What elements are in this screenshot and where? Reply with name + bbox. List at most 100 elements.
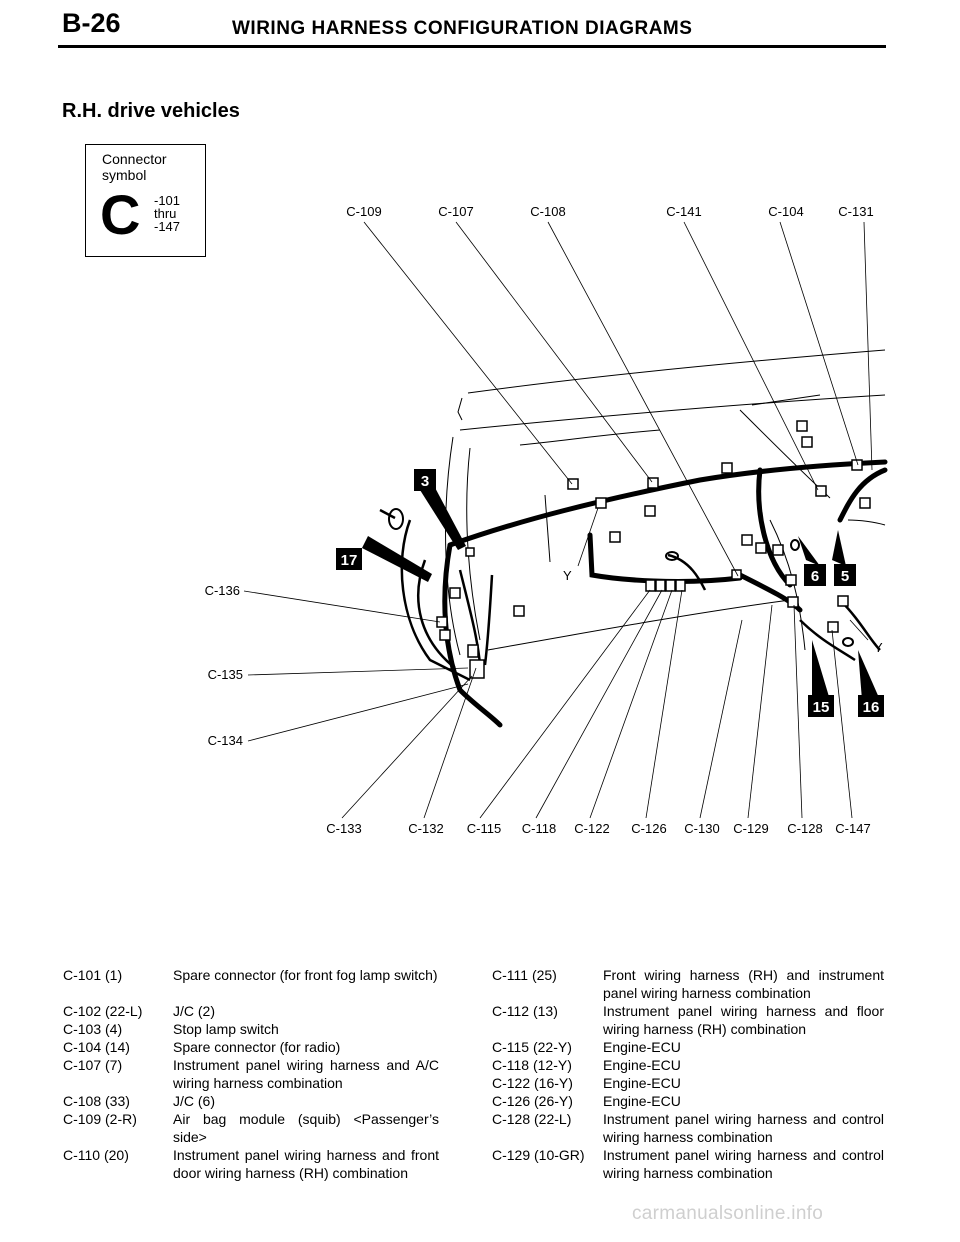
- legend-desc: Engine-ECU: [603, 1039, 681, 1055]
- connector-block: [645, 579, 656, 592]
- legend-row: C-129 (10-GR) Instrument panel wiring ha…: [492, 1146, 884, 1182]
- connector-block: [827, 621, 839, 633]
- legend-desc: Instrument panel wiring harness and A/C …: [173, 1057, 439, 1091]
- connector-block: [644, 505, 656, 517]
- connector-block: [595, 497, 607, 509]
- footer-watermark: carmanualsonline.info: [632, 1203, 824, 1224]
- connector-range-thru: thru: [154, 206, 177, 221]
- connector-label-bottom: C-128: [787, 821, 822, 836]
- connector-block: [567, 478, 579, 490]
- callout-arrows: [362, 482, 880, 700]
- legend-row: C-107 (7) Instrument panel wiring harnes…: [63, 1056, 439, 1092]
- legend-desc: J/C (6): [173, 1093, 215, 1109]
- connector-label-top: C-131: [838, 204, 873, 219]
- connector-block: [439, 629, 451, 641]
- header-rule: [58, 45, 886, 48]
- callout-6-text: 6: [811, 568, 819, 585]
- callout-16-box: [858, 695, 884, 717]
- legend-code: C-101 (1): [63, 967, 123, 983]
- connector-label-bottom: C-118: [522, 821, 556, 836]
- legend-row: C-122 (16-Y) Engine-ECU: [492, 1074, 884, 1092]
- connector-block: [469, 659, 485, 679]
- callout-5-text: 5: [841, 568, 849, 585]
- page-title: WIRING HARNESS CONFIGURATION DIAGRAMS: [232, 18, 693, 39]
- legend-code: C-111 (25): [492, 967, 557, 983]
- legend-code: C-129 (10-GR): [492, 1147, 585, 1163]
- callout-3-arrow: [420, 482, 466, 550]
- legend-code: C-107 (7): [63, 1057, 123, 1073]
- connector-label-top: C-141: [666, 204, 701, 219]
- callout-16-text: 16: [863, 699, 880, 716]
- callout-17-arrow: [362, 536, 432, 582]
- callout-17-text: 17: [341, 552, 358, 569]
- callout-3-text: 3: [421, 473, 429, 490]
- legend-row: C-109 (2-R) Air bag module (squib) <Pass…: [63, 1110, 439, 1146]
- legend-row: C-102 (22-L) J/C (2): [63, 1002, 439, 1020]
- wire-color-mark: Y: [874, 640, 883, 655]
- legend-desc: Spare connector (for front fog lamp swit…: [173, 967, 438, 983]
- legend-code: C-102 (22-L): [63, 1003, 143, 1019]
- connector-label-bottom: C-130: [684, 821, 719, 836]
- grommets: [388, 508, 854, 647]
- callout-6-arrow: [798, 536, 820, 566]
- legend-desc: Engine-ECU: [603, 1093, 681, 1109]
- legend-desc: Engine-ECU: [603, 1057, 681, 1073]
- connector-block: [837, 595, 849, 607]
- legend-desc: Air bag module (squib) <Passenger’s side…: [173, 1111, 439, 1145]
- connector-block: [609, 531, 621, 543]
- connector-block: [801, 436, 813, 448]
- connector-label-top: C-109: [346, 204, 381, 219]
- callout-15-box: [808, 695, 834, 717]
- connector-label-left: C-136: [205, 583, 240, 598]
- legend-desc: J/C (2): [173, 1003, 215, 1019]
- connector-range-end: -147: [154, 219, 181, 234]
- legend-row: C-101 (1) Spare connector (for front fog…: [63, 966, 439, 1002]
- connector-block: [787, 596, 799, 608]
- callout-5-box: [834, 564, 856, 586]
- connector-label-bottom: C-147: [835, 821, 870, 836]
- connector-block: [796, 420, 808, 432]
- connector-block: [449, 587, 461, 599]
- legend-row: C-115 (22-Y) Engine-ECU: [492, 1038, 884, 1056]
- callout-boxes: 3 17 6 5 15 16: [336, 469, 884, 717]
- connector-block: [436, 616, 448, 628]
- connector-label-top: C-107: [438, 204, 473, 219]
- page-number: B-26: [62, 8, 121, 38]
- legend-desc: Instrument panel wiring harness and fron…: [173, 1147, 439, 1181]
- callout-6-box: [804, 564, 826, 586]
- connector-label-top: C-104: [768, 204, 803, 219]
- legend-code: C-110 (20): [63, 1147, 129, 1163]
- legend-desc: Instrument panel wiring harness and cont…: [603, 1111, 884, 1145]
- legend-row: C-128 (22-L) Instrument panel wiring har…: [492, 1110, 884, 1146]
- connector-block: [755, 542, 767, 554]
- legend-code: C-112 (13): [492, 1003, 558, 1019]
- connector-label-bottom: C-132: [408, 821, 443, 836]
- connector-range-start: -101: [154, 193, 181, 208]
- legend-code: C-109 (2-R): [63, 1111, 137, 1127]
- legend-row: C-110 (20) Instrument panel wiring harne…: [63, 1146, 439, 1182]
- legend-code: C-128 (22-L): [492, 1111, 572, 1127]
- callout-17-box: [336, 548, 362, 570]
- connector-label-bottom: C-126: [631, 821, 666, 836]
- connector-blocks: [436, 420, 871, 679]
- connector-label-bottom: C-122: [574, 821, 609, 836]
- legend-code: C-103 (4): [63, 1021, 123, 1037]
- connector-block: [513, 605, 525, 617]
- connector-symbol-caption: Connector symbol: [102, 151, 167, 183]
- legend-desc: Instrument panel wiring harness and cont…: [603, 1147, 884, 1181]
- legend-code: C-104 (14): [63, 1039, 130, 1055]
- connector-block: [851, 459, 863, 471]
- legend-code: C-108 (33): [63, 1093, 130, 1109]
- legend-code: C-122 (16-Y): [492, 1075, 573, 1091]
- callout-16-arrow: [858, 650, 880, 700]
- legend-code: C-118 (12-Y): [492, 1057, 572, 1073]
- connector-label-left: C-134: [208, 733, 243, 748]
- legend-code: C-126 (26-Y): [492, 1093, 573, 1109]
- wiring-harness-diagram: 3 17 6 5 15 16 Y Y C-109 C-107 C-108 C-1…: [205, 204, 888, 836]
- connector-block: [465, 547, 475, 557]
- legend-code: C-115 (22-Y): [492, 1039, 572, 1055]
- connector-block: [721, 462, 733, 474]
- legend-row: C-108 (33) J/C (6): [63, 1092, 439, 1110]
- dashboard-outline: [445, 349, 886, 656]
- legend-desc: Spare connector (for radio): [173, 1039, 341, 1055]
